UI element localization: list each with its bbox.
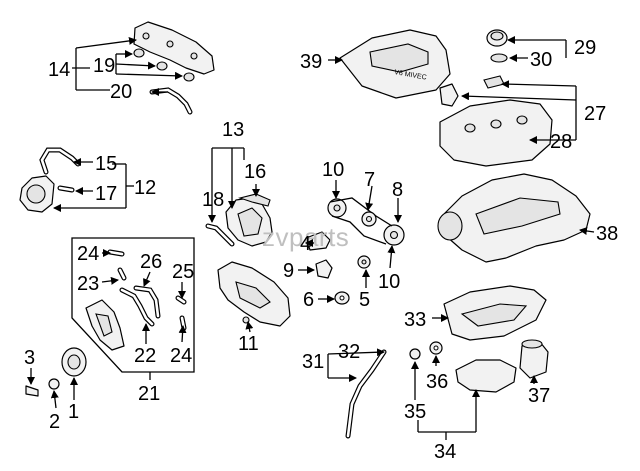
callout-19: 19 — [93, 55, 115, 77]
callout-33: 33 — [404, 309, 426, 331]
callout-18: 18 — [202, 189, 224, 211]
callout-13: 13 — [222, 119, 244, 141]
drain-plug-part — [409, 348, 421, 360]
callout-25: 25 — [172, 261, 194, 283]
callout-22: 22 — [134, 345, 156, 367]
callout-24-upper: 24 — [77, 243, 99, 265]
camshaft-sprocket-part — [327, 198, 405, 246]
washer-part — [334, 291, 350, 305]
callout-4: 4 — [300, 233, 311, 255]
callout-21: 21 — [138, 383, 160, 405]
callout-38: 38 — [596, 223, 618, 245]
lower-oil-pan-part — [455, 359, 517, 393]
coolant-hose-part — [39, 147, 81, 175]
callout-16: 16 — [244, 161, 266, 183]
watermark-text: zvparts — [262, 222, 349, 252]
water-pump-part — [315, 259, 333, 279]
rear-cover-bracket-part — [85, 299, 125, 351]
callout-26: 26 — [140, 251, 162, 273]
callout-35: 35 — [404, 401, 426, 423]
callout-8: 8 — [392, 179, 403, 201]
callout-12: 12 — [134, 177, 156, 199]
crankshaft-pulley-part — [61, 347, 87, 377]
idler-pulley-part — [357, 255, 371, 269]
oil-filler-cap-part — [486, 29, 508, 47]
cap-gasket-part — [490, 53, 508, 63]
callout-37: 37 — [528, 385, 550, 407]
callout-5: 5 — [359, 289, 370, 311]
timing-belt-cover-part — [225, 197, 273, 247]
callout-23: 23 — [77, 273, 99, 295]
tensioner-pulley-part — [361, 211, 377, 227]
callout-numbers: 14 19 20 15 12 17 13 16 18 10 7 8 4 9 6 … — [24, 37, 618, 463]
callout-10-lower: 10 — [378, 271, 400, 293]
dipstick-tube-part — [149, 87, 193, 115]
callout-27: 27 — [584, 103, 606, 125]
rear-cover-group-box — [71, 237, 195, 373]
callout-29: 29 — [574, 37, 596, 59]
callout-1: 1 — [68, 401, 79, 423]
callout-10-upper: 10 — [322, 159, 344, 181]
callout-17: 17 — [95, 183, 117, 205]
pulley-bolt-part — [25, 385, 39, 397]
engine-cover-part: V6 MIVEC — [339, 29, 451, 99]
callout-34: 34 — [434, 441, 456, 463]
callout-7: 7 — [364, 169, 375, 191]
timing-cover-gasket-part — [133, 21, 215, 75]
callout-28: 28 — [550, 131, 572, 153]
callout-3: 3 — [24, 347, 35, 369]
valve-cover-gasket-part — [483, 75, 505, 89]
callout-39: 39 — [300, 51, 322, 73]
dipstick-part — [345, 349, 387, 439]
callout-14: 14 — [48, 59, 70, 81]
callout-30: 30 — [530, 49, 552, 71]
pcv-valve-part — [439, 83, 459, 107]
callout-2: 2 — [49, 411, 60, 433]
leader-lines — [27, 36, 595, 440]
callout-31: 31 — [302, 351, 324, 373]
gasket-rings-part — [133, 48, 195, 82]
inner-timing-cover-part — [217, 261, 291, 327]
callout-6: 6 — [303, 289, 314, 311]
callout-15: 15 — [95, 153, 117, 175]
timing-belt-part — [329, 197, 393, 245]
intake-manifold-part — [437, 173, 591, 263]
callout-9: 9 — [283, 260, 294, 282]
callout-11: 11 — [238, 333, 259, 355]
oil-filter-part — [519, 339, 549, 379]
callout-24-lower: 24 — [170, 345, 192, 367]
pulley-washer-part — [48, 378, 60, 390]
callout-20: 20 — [110, 81, 132, 103]
callout-36: 36 — [426, 371, 448, 393]
callout-32: 32 — [338, 341, 360, 363]
drain-gasket-part — [429, 341, 443, 355]
bypass-hose-part — [205, 223, 235, 247]
upper-oil-pan-part — [443, 285, 547, 341]
thermostat-housing-part — [19, 175, 75, 213]
valve-cover-part — [439, 99, 553, 167]
